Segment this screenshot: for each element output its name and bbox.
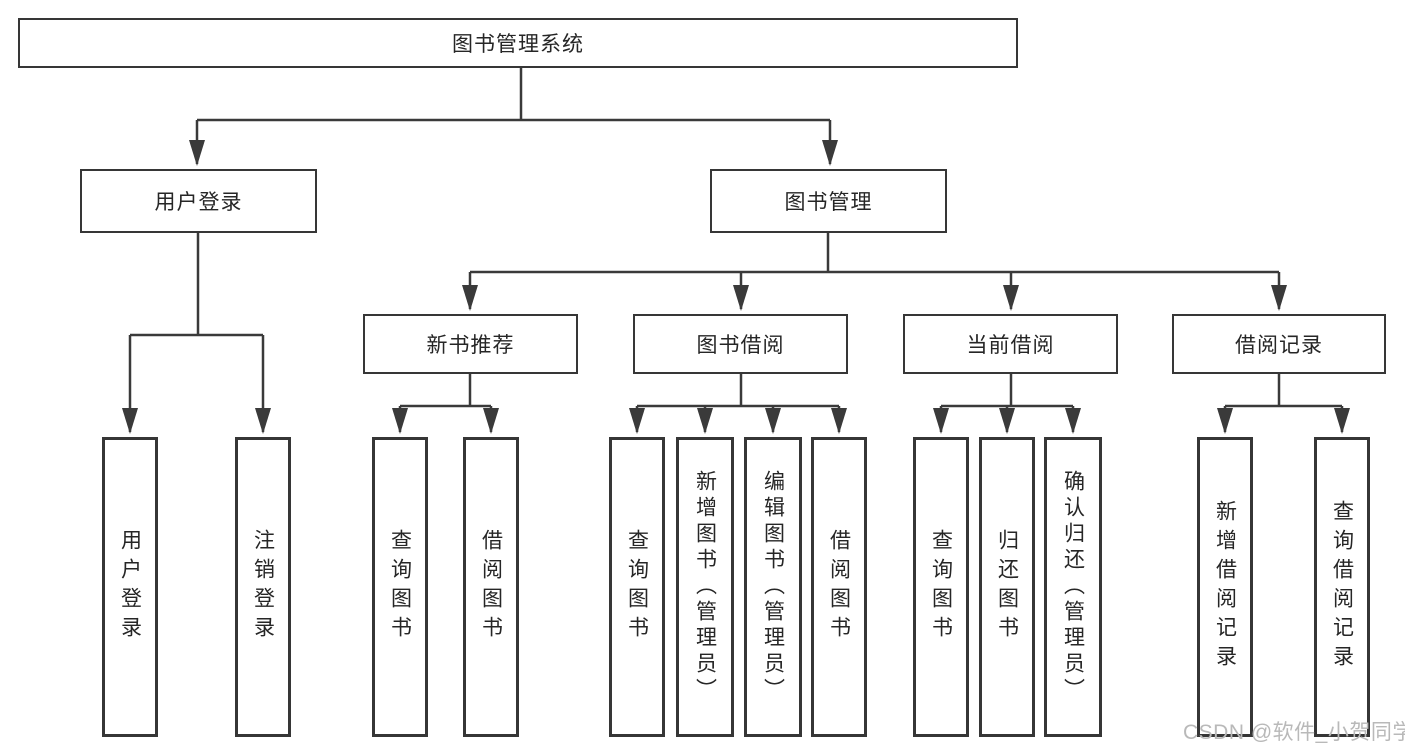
leaf-query-books: 查询图书	[609, 437, 665, 737]
leaf-edit-books-admin: 编辑图书（管理员）	[744, 437, 802, 737]
node-book-management: 图书管理	[710, 169, 947, 233]
leaf-query-books: 查询图书	[372, 437, 428, 737]
leaf-logout-login: 注销登录	[235, 437, 291, 737]
leaf-return-books: 归还图书	[979, 437, 1035, 737]
leaf-add-books-admin: 新增图书（管理员）	[676, 437, 734, 737]
watermark: CSDN @软件_小贺同学	[1183, 721, 1405, 744]
node-user-login: 用户登录	[80, 169, 317, 233]
leaf-user-login: 用户登录	[102, 437, 158, 737]
node-library-management-system: 图书管理系统	[18, 18, 1018, 68]
leaf-borrow-books: 借阅图书	[811, 437, 867, 737]
leaf-add-borrow-record: 新增借阅记录	[1197, 437, 1253, 737]
node-new-book-recommend: 新书推荐	[363, 314, 578, 374]
leaf-confirm-return-admin: 确认归还（管理员）	[1044, 437, 1102, 737]
node-borrow-records: 借阅记录	[1172, 314, 1386, 374]
leaf-query-books: 查询图书	[913, 437, 969, 737]
node-current-borrow: 当前借阅	[903, 314, 1118, 374]
node-book-borrow: 图书借阅	[633, 314, 848, 374]
leaf-query-borrow-record: 查询借阅记录	[1314, 437, 1370, 737]
leaf-borrow-books: 借阅图书	[463, 437, 519, 737]
